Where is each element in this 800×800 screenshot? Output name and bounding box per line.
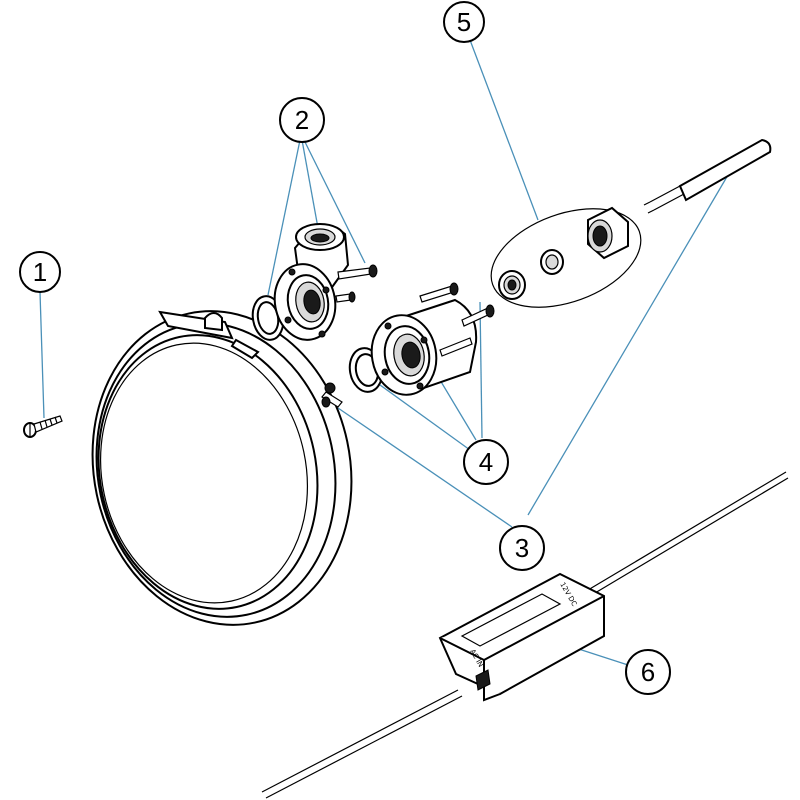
part-screw-3: [321, 382, 343, 408]
callout-label-5: 5: [457, 7, 471, 37]
callout-label-3: 3: [515, 533, 529, 563]
leader-1: [39, 291, 45, 419]
callout-label-6: 6: [641, 657, 655, 687]
part-fitting-2: [251, 223, 378, 341]
callout-label-4: 4: [479, 447, 493, 477]
callout-5: 5: [443, 1, 485, 43]
leader-4c: [479, 301, 483, 439]
callout-3: 3: [499, 525, 545, 571]
leader-5: [469, 39, 539, 221]
callout-4: 4: [463, 439, 509, 485]
part-fitting-4: [348, 282, 495, 396]
callout-1: 1: [19, 251, 61, 293]
callout-6: 6: [625, 649, 671, 695]
leader-lines: [39, 39, 739, 666]
part-gland-5: [490, 206, 642, 308]
leader-2b: [301, 139, 319, 229]
part-driver-6: AC IN 12V DC: [261, 471, 789, 799]
callout-label-1: 1: [33, 257, 47, 287]
leader-2c: [303, 139, 366, 264]
leader-3b: [527, 157, 739, 516]
leader-4a: [379, 384, 471, 451]
callout-label-2: 2: [295, 105, 309, 135]
callout-2: 2: [279, 97, 325, 143]
cable: [643, 138, 772, 214]
lamp-body: [91, 310, 353, 626]
part-screw-1: [23, 415, 63, 438]
leader-3a: [337, 407, 513, 528]
leader-2a: [267, 139, 301, 296]
